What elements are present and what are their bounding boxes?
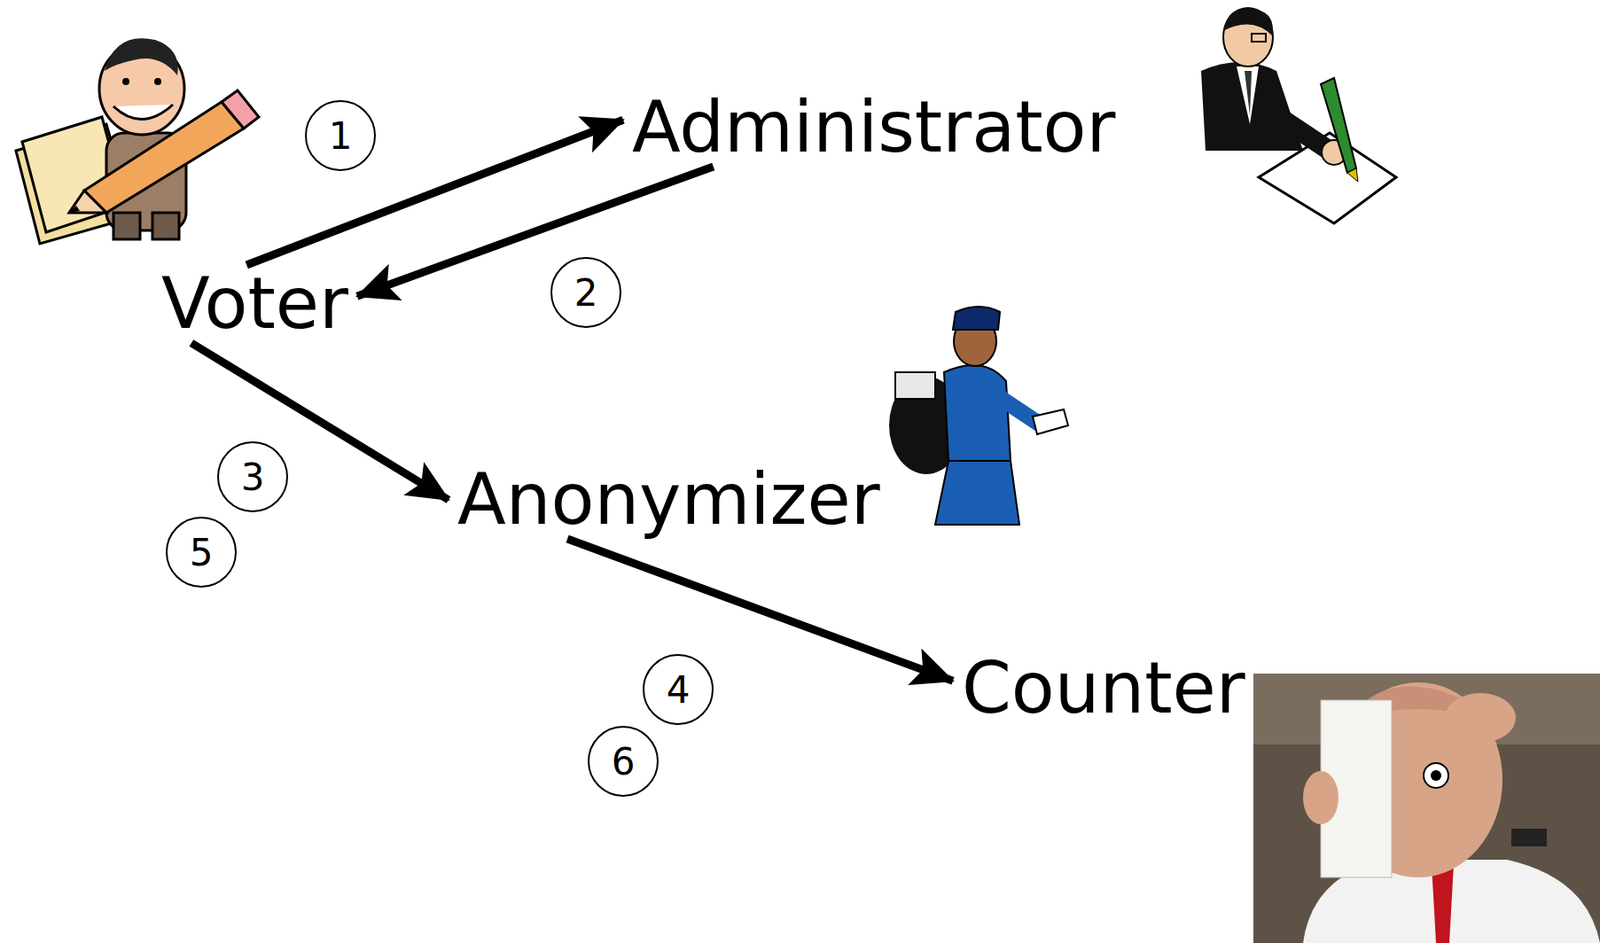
mail-carrier-clipart <box>889 306 1069 525</box>
node-text: Voter <box>161 262 349 345</box>
node-label: Anonymizer <box>448 460 890 539</box>
callout-number: 3 <box>217 441 289 513</box>
callout-number: 6 <box>587 725 659 797</box>
node-text: Administrator <box>632 85 1116 169</box>
counter-photo <box>1253 673 1600 943</box>
node-text: Counter <box>961 647 1246 730</box>
administrator-clipart <box>1201 7 1397 224</box>
flow-arrow <box>357 166 714 297</box>
flow-arrow <box>246 119 624 266</box>
callout-number: 5 <box>165 516 237 588</box>
node-label: Administrator <box>623 88 1124 167</box>
voter-cartoon <box>15 38 259 244</box>
node-label: Counter <box>952 649 1255 728</box>
callout-number: 2 <box>550 257 622 328</box>
node-text: Anonymizer <box>457 458 881 541</box>
callout-number: 1 <box>304 100 376 172</box>
flow-arrow <box>567 538 953 681</box>
callout-number: 4 <box>642 654 714 726</box>
node-label: Voter <box>152 265 358 344</box>
